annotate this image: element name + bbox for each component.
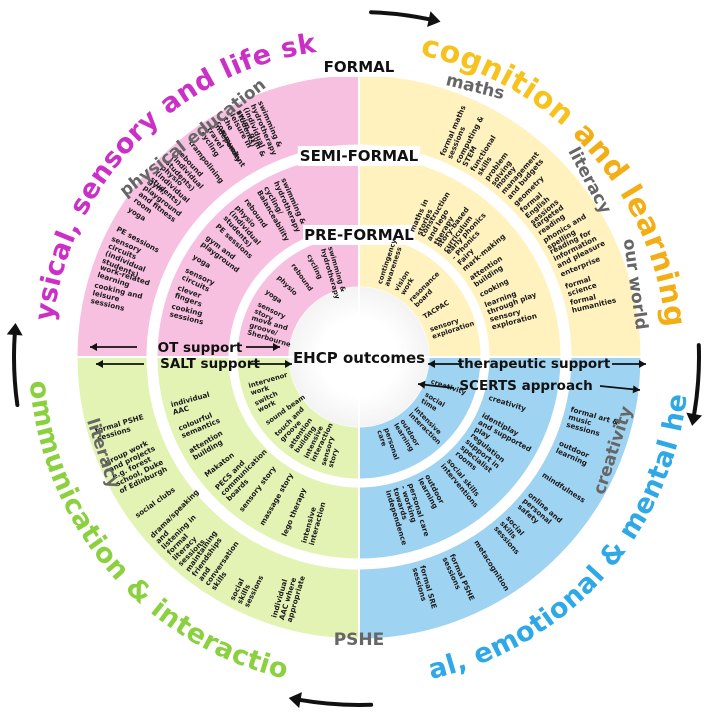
ot-support-arrow-head (90, 343, 97, 351)
scerts-arrow-right-head (632, 385, 640, 394)
cycle-arrow-bottom (296, 697, 374, 707)
support-label-salt: SALT support (160, 356, 260, 372)
salt-support-arrow-right-head (285, 360, 292, 368)
salt-support-arrow-left-head (96, 360, 103, 368)
tier-heading-backdrop (323, 57, 395, 77)
tier-heading-2: PRE-FORMAL (304, 226, 414, 244)
cycle-arrow-left-head (6, 322, 23, 336)
cycle-arrow-top-head (427, 11, 441, 27)
therapeutic-arrow-left-head (428, 360, 435, 368)
cycle-arrow-right (691, 343, 701, 419)
tier-heading-0: FORMAL (324, 58, 395, 76)
scerts-arrow-left-head (418, 380, 426, 389)
therapeutic-arrow-right-head (639, 360, 646, 368)
tier-heading-backdrop (297, 146, 421, 166)
ot-support-arrow-right-head (273, 343, 280, 351)
communication-subject-label: PSHE (334, 630, 385, 650)
tier-heading-backdrop (303, 225, 415, 245)
tier-heading-1: SEMI-FORMAL (300, 147, 419, 165)
cycle-arrow-right-head (686, 412, 703, 426)
support-label-ot: OT support (158, 340, 243, 356)
cycle-arrow-bottom-head (288, 692, 302, 708)
center-title: EHCP outcomes (293, 349, 425, 367)
support-label-therapeutic: therapeutic support (458, 356, 611, 372)
cycle-arrow-top (369, 10, 433, 22)
cycle-arrow-left (12, 330, 20, 408)
communication-semi-formal-item-line: AAC (172, 404, 190, 417)
support-label-scerts: SCERTS approach (459, 378, 592, 394)
